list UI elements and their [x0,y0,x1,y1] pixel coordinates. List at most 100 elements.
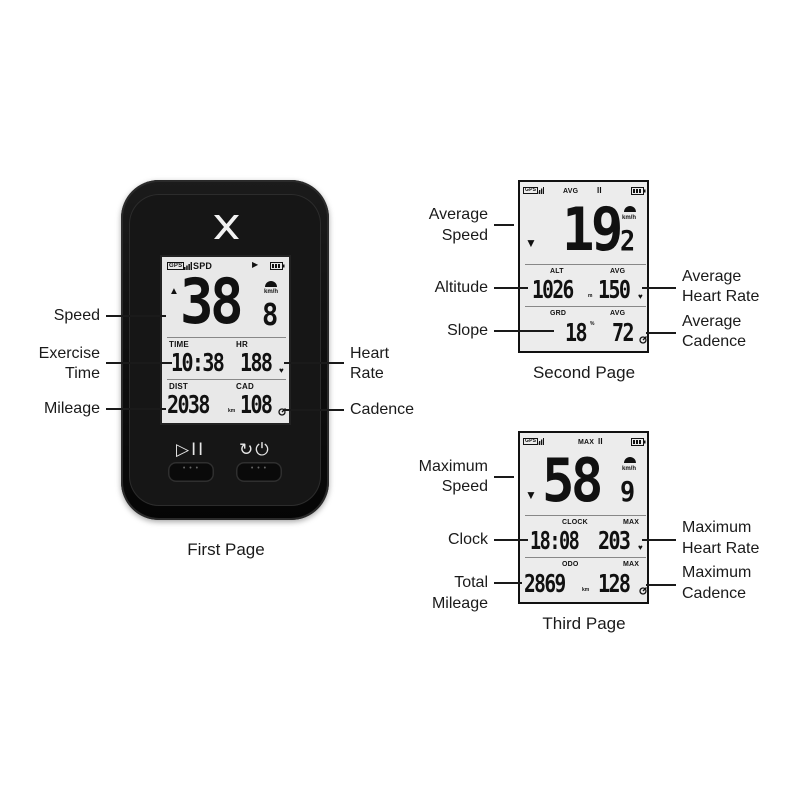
caption-third-page: Third Page [542,614,626,633]
max-hr-value: 203 [598,526,631,555]
hr-value: 188 [240,348,273,377]
mode-label: SPD [193,261,213,271]
label-clock: Clock [447,531,488,548]
label-total-mileage-1: Total [454,574,488,591]
dist-value: 2038 [167,390,210,419]
heart-icon: ♥ [638,292,643,301]
label-maximum-heart-rate-2: Heart Rate [682,540,760,557]
gps-icon: GPS [523,438,539,445]
mode-label: MAX [578,439,595,446]
dist-unit: km [228,408,236,414]
speed-unit: km/h [264,289,279,295]
speed-unit: km/h [622,466,637,472]
speed-trend-down-icon: ▼ [525,488,537,502]
speedometer-icon [265,281,277,287]
second-page-screen: GPS AVG II ▼ 19 km/h 2 ALT AVG 1026 m 15… [518,180,649,353]
label-altitude: Altitude [434,279,488,296]
leader-line [106,315,166,317]
play-pause-icon: ▷II [176,440,206,460]
leader-line [642,287,676,289]
avg-speed-decimal-value: 2 [620,224,636,257]
gps-icon: GPS [523,187,539,194]
battery-icon [631,187,646,195]
cad-value: 108 [240,390,273,419]
label-average-speed-2: Speed [441,227,488,244]
time-label: TIME [169,340,189,349]
label-average-heart-rate-2: Heart Rate [682,288,760,305]
divider [525,264,646,265]
signal-bars-icon [184,262,192,270]
grd-value: 18 [565,318,587,347]
max-speed-decimal-value: 9 [620,475,636,508]
speed-trend-up-icon: ▲ [169,286,179,297]
label-maximum-heart-rate-1: Maximum [682,519,752,536]
label-maximum-speed-2: Speed [441,478,488,495]
label-maximum-cadence-2: Cadence [682,585,747,602]
label-average-cadence-2: Cadence [682,333,747,350]
speed-trend-down-icon: ▼ [525,236,537,250]
gps-icon: GPS [167,262,185,270]
leader-line [494,582,522,584]
clock-value: 18:08 [530,526,580,555]
avg-cad-label: AVG [610,310,626,317]
avg-hr-label: AVG [610,268,626,275]
pause-indicator-icon: II [598,437,603,446]
alt-value: 1026 [532,275,574,304]
label-maximum-speed-1: Maximum [418,458,488,475]
label-heart-rate-2: Rate [350,365,384,382]
label-cadence: Cadence [350,401,415,418]
label-maximum-cadence-1: Maximum [682,564,752,581]
label-mileage: Mileage [43,400,100,417]
pause-indicator-icon: II [597,186,602,195]
avg-hr-value: 150 [598,275,631,304]
divider [525,515,646,516]
max-hr-label: MAX [623,519,640,526]
hr-label: HR [236,340,248,349]
speedometer-icon [624,457,636,463]
signal-bars-icon [537,187,544,194]
left-hardware-button[interactable] [168,462,214,482]
label-speed: Speed [53,307,100,324]
cadence-icon [639,587,647,595]
label-average-heart-rate-1: Average [682,268,742,285]
speedometer-icon [624,206,636,212]
percent-icon: % [590,321,595,327]
alt-label: ALT [550,268,564,275]
heart-icon: ♥ [638,543,643,552]
cad-label: CAD [236,382,254,391]
refresh-power-icon: ↻⏻ [239,440,271,460]
grd-label: GRD [550,310,567,317]
leader-line [642,539,676,541]
leader-line [646,584,676,586]
brand-logo-icon [214,215,239,239]
leader-line [646,332,676,334]
odo-label: ODO [562,561,579,568]
divider [167,337,286,338]
speed-unit: km/h [622,215,637,221]
leader-line [494,330,554,332]
avg-speed-main-value: 19 [562,195,623,265]
leader-line [106,408,166,410]
mode-label: AVG [563,188,579,195]
leader-line [284,409,344,411]
avg-cad-value: 72 [612,318,634,347]
cadence-icon [639,336,647,344]
label-average-cadence-1: Average [682,313,742,330]
right-hardware-button[interactable] [236,462,282,482]
alt-unit: m [588,293,593,299]
signal-bars-icon [537,438,544,445]
dist-label: DIST [169,382,189,391]
speed-main-value: 38 [180,265,244,338]
label-exercise-time-2: Time [65,365,100,382]
label-exercise-time-1: Exercise [38,345,100,362]
divider [525,557,646,558]
caption-first-page: First Page [187,540,265,559]
battery-icon [270,262,285,270]
odo-unit: km [582,587,590,593]
play-indicator-icon: ▶ [252,260,259,269]
first-page-screen: GPS SPD ▶ ▲ 38 km/h 8 TIME HR 10:38 188 … [160,255,291,425]
label-slope: Slope [447,322,488,339]
leader-line [494,476,514,478]
label-heart-rate-1: Heart [350,345,390,362]
max-speed-main-value: 58 [542,446,603,516]
